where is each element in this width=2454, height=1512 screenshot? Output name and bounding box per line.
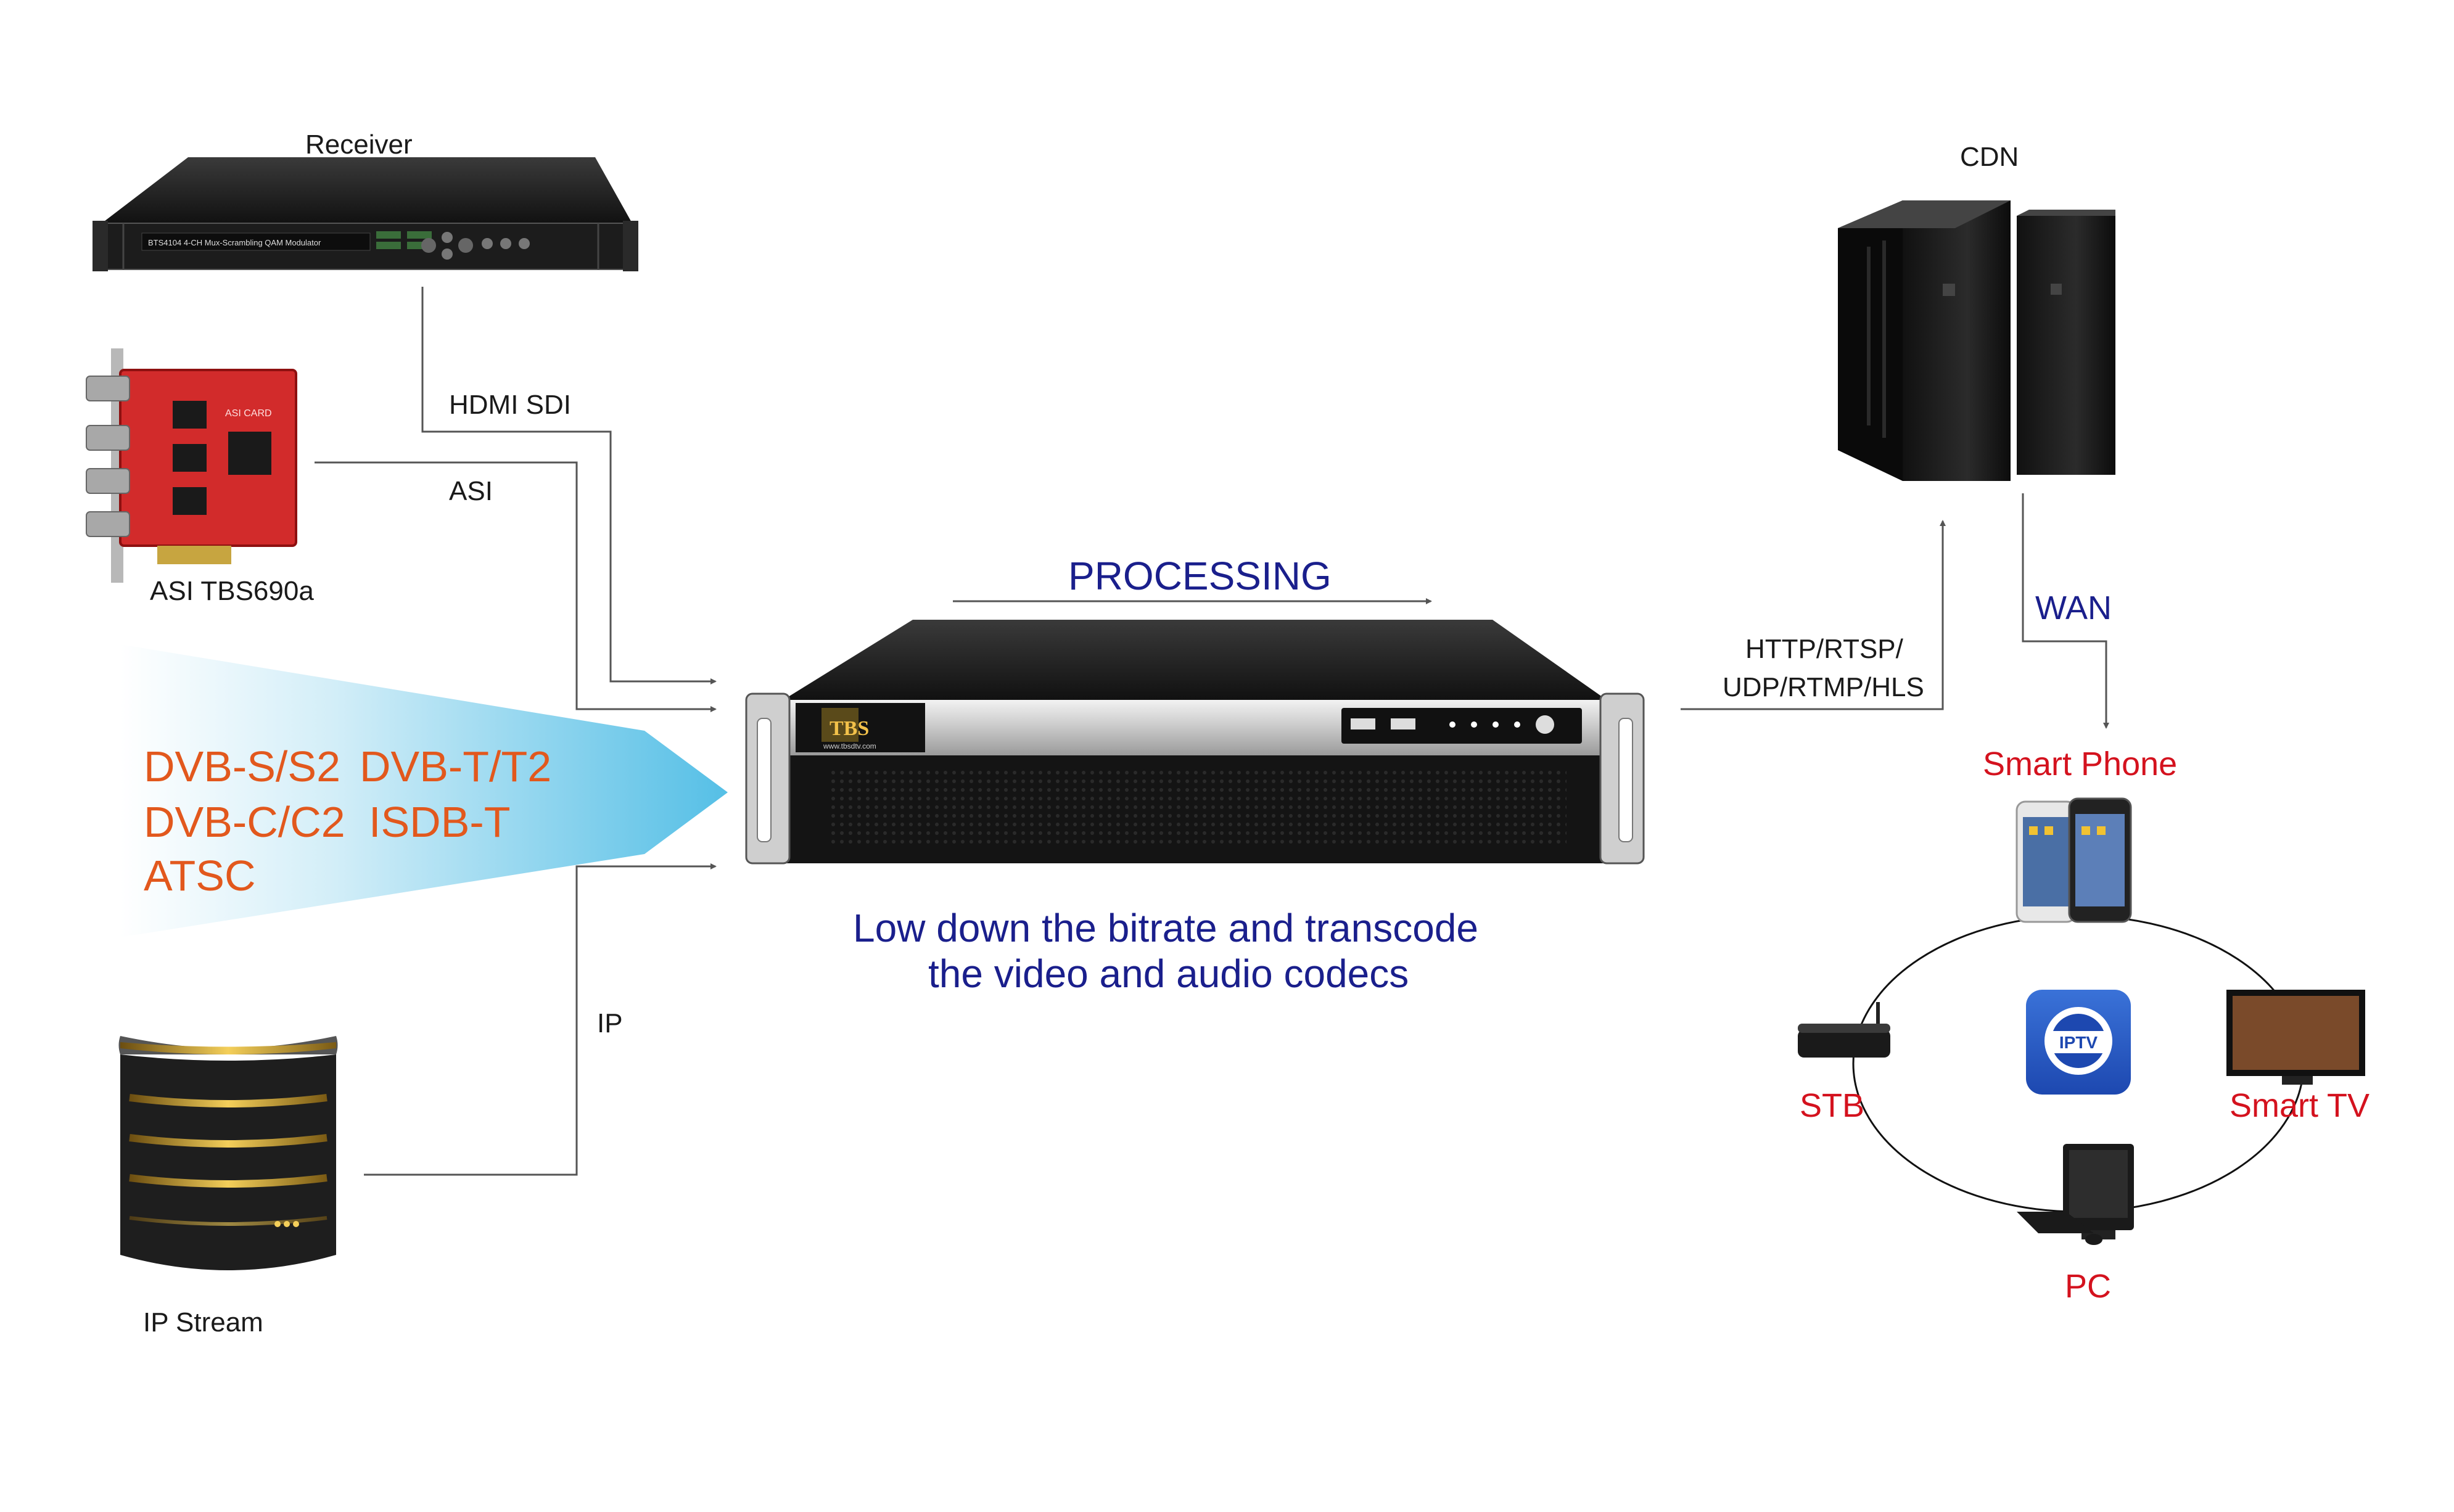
iptv-icon: IPTV (2026, 990, 2131, 1095)
smart-phone-label: Smart Phone (1983, 746, 2178, 783)
stb-device (1798, 1002, 1890, 1058)
pc-device (2017, 1144, 2134, 1245)
output-to-cdn-line (1681, 520, 1946, 710)
cdn-servers (1838, 200, 2115, 481)
smart-tv-device (2226, 990, 2365, 1085)
ip-line (364, 863, 717, 1176)
wan-label: WAN (2035, 590, 2112, 627)
asi-label: ASI (449, 476, 493, 506)
asi-card-label: ASI TBS690a (150, 576, 314, 606)
receiver-panel-text: BTS4104 4-CH Mux-Scrambling QAM Modulato… (148, 238, 321, 247)
dvb-t-label: DVB-T/T2 (360, 742, 552, 791)
asi-line (315, 461, 717, 712)
asi-card-text: ASI CARD (225, 408, 272, 419)
description-line-2: the video and audio codecs (928, 951, 1409, 996)
receiver-device: BTS4104 4-CH Mux-Scrambling QAM Modulato… (93, 157, 638, 271)
cdn-to-phone-line (2022, 493, 2109, 729)
ip-stream-label: IP Stream (143, 1307, 263, 1337)
asi-card-device: ASI CARD (86, 348, 297, 583)
receiver-label: Receiver (305, 129, 413, 160)
tbs-logo-text: TBS (830, 717, 869, 740)
protocols-line-1: HTTP/RTSP/ (1745, 634, 1903, 664)
ip-stream-server (118, 1036, 338, 1270)
smart-tv-label: Smart TV (2230, 1087, 2370, 1124)
iptv-label: IPTV (2059, 1033, 2098, 1052)
connector-lines (315, 287, 2109, 1176)
atsc-label: ATSC (144, 852, 256, 900)
hdmi-sdi-label: HDMI SDI (449, 390, 571, 420)
description-line-1: Low down the bitrate and transcode (853, 906, 1478, 950)
broadcast-arrow (120, 644, 728, 937)
pc-label: PC (2065, 1268, 2112, 1305)
hdmi-sdi-line (421, 287, 717, 684)
isdb-t-label: ISDB-T (369, 798, 511, 846)
tbs-logo-url: www.tbsdtv.com (823, 742, 876, 750)
smart-phone-device (2015, 797, 2132, 923)
transcoder-device: TBS www.tbsdtv.com (745, 620, 1645, 865)
stb-label: STB (1800, 1087, 1865, 1124)
ip-label: IP (597, 1008, 623, 1038)
cdn-label: CDN (1960, 142, 2019, 172)
processing-label: PROCESSING (1068, 554, 1332, 598)
dvb-s-label: DVB-S/S2 (144, 742, 340, 791)
dvb-c-label: DVB-C/C2 (144, 798, 345, 846)
protocols-line-2: UDP/RTMP/HLS (1723, 672, 1924, 702)
